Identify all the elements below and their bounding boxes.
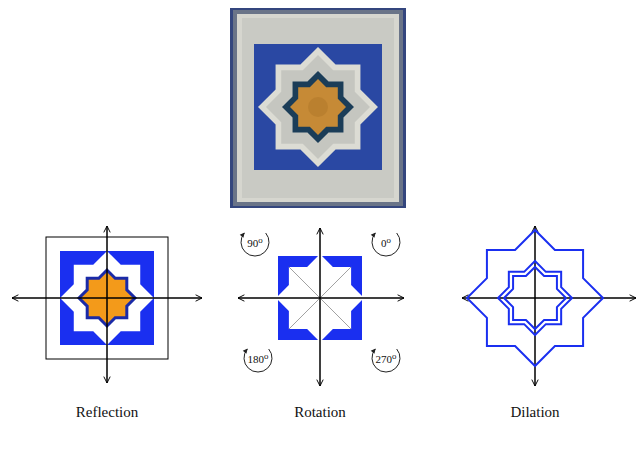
tile-photo (230, 8, 406, 208)
figure-caption: Reflection (76, 404, 138, 421)
angle-label: 0⁰ (381, 237, 391, 249)
figure-caption: Rotation (294, 404, 346, 421)
figure-caption: Dilation (510, 404, 559, 421)
reflection-figure (12, 226, 202, 383)
rotation-figure (238, 228, 404, 386)
angle-label: 270⁰ (376, 353, 397, 365)
dilation-figure (462, 226, 636, 386)
angle-label: 180⁰ (248, 353, 269, 365)
angle-label: 90⁰ (247, 237, 262, 249)
rotation-arrows (241, 233, 400, 372)
